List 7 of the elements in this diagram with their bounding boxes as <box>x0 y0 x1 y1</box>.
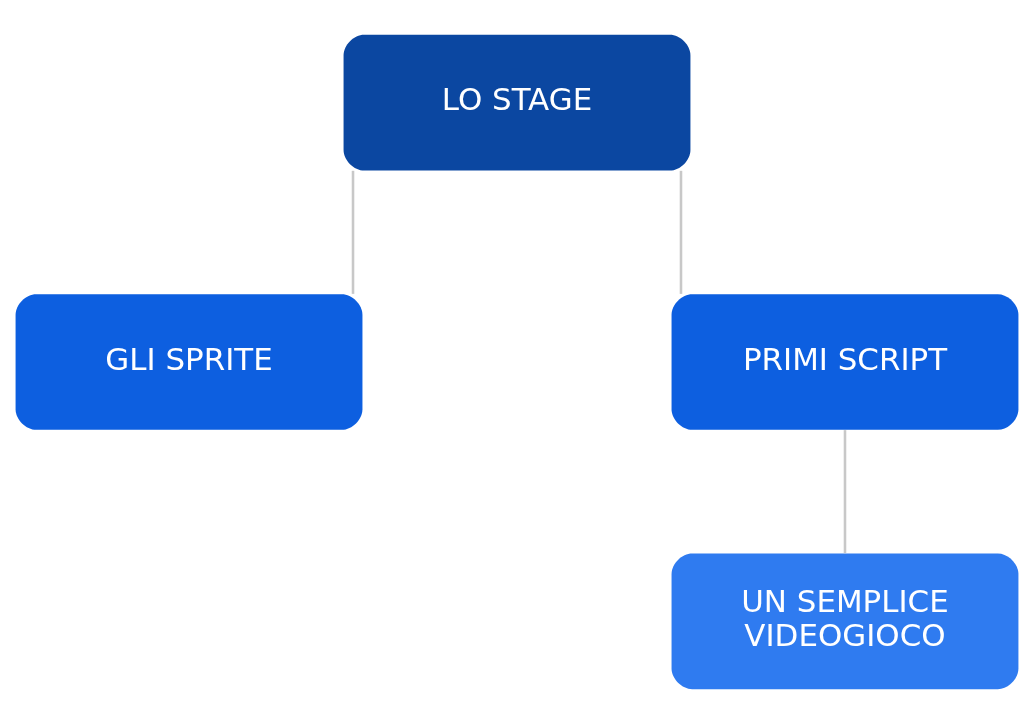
node-box: UN SEMPLICE VIDEOGIOCO <box>671 553 1019 690</box>
node-box: PRIMI SCRIPT <box>671 294 1019 430</box>
node-box: LO STAGE <box>343 34 691 171</box>
connector <box>843 430 847 554</box>
node-box: GLI SPRITE <box>15 294 363 430</box>
connector <box>679 170 683 294</box>
connector <box>351 170 355 294</box>
